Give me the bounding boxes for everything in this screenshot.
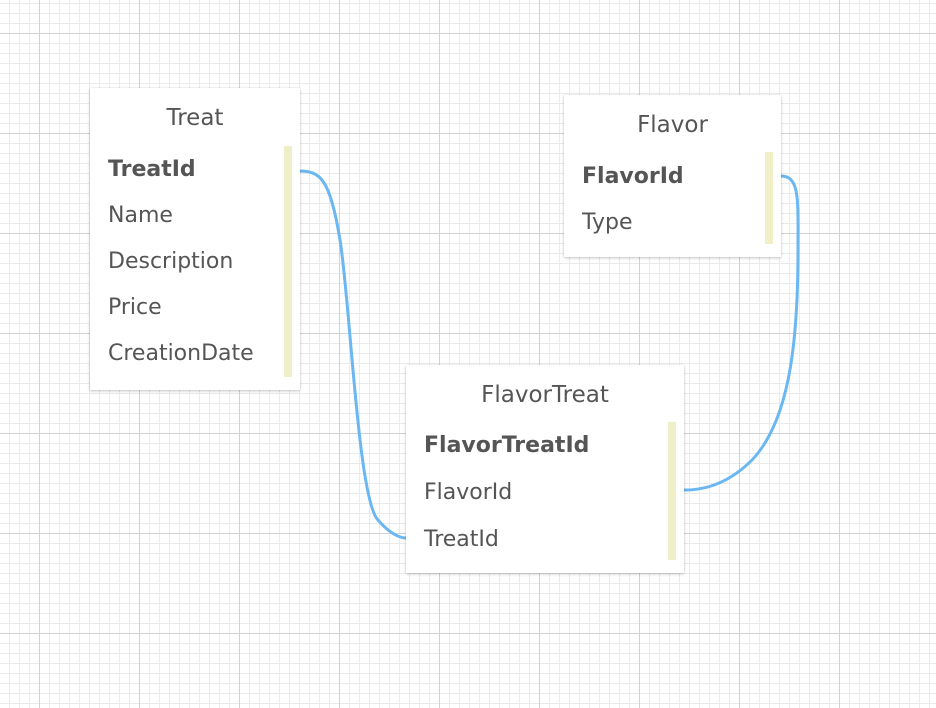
relation-bar xyxy=(765,152,773,244)
field-description[interactable]: Description xyxy=(108,249,234,274)
table-title: Treat xyxy=(166,105,224,131)
table-title: FlavorTreat xyxy=(481,382,609,408)
field-price[interactable]: Price xyxy=(108,295,162,320)
field-treatid[interactable]: TreatId xyxy=(108,157,196,182)
table-title: Flavor xyxy=(637,112,708,138)
field-treatid[interactable]: TreatId xyxy=(424,527,499,552)
table-treat[interactable]: Treat TreatId Name Description Price Cre… xyxy=(90,88,300,390)
field-type[interactable]: Type xyxy=(582,210,633,235)
field-flavorid[interactable]: FlavorId xyxy=(424,480,513,505)
relation-bar xyxy=(668,422,676,560)
field-flavorid[interactable]: FlavorId xyxy=(582,164,684,189)
table-flavortreat[interactable]: FlavorTreat FlavorTreatId FlavorId Treat… xyxy=(406,365,684,573)
table-flavor[interactable]: Flavor FlavorId Type xyxy=(564,95,781,257)
field-list: FlavorId Type xyxy=(582,163,684,255)
field-creationdate[interactable]: CreationDate xyxy=(108,341,254,366)
field-list: TreatId Name Description Price CreationD… xyxy=(108,156,254,386)
relation-line-treat-to-flavortreat[interactable] xyxy=(297,169,408,540)
field-flavortreatid[interactable]: FlavorTreatId xyxy=(424,433,590,458)
field-name[interactable]: Name xyxy=(108,203,173,228)
field-list: FlavorTreatId FlavorId TreatId xyxy=(424,432,589,573)
relation-bar xyxy=(284,146,292,377)
